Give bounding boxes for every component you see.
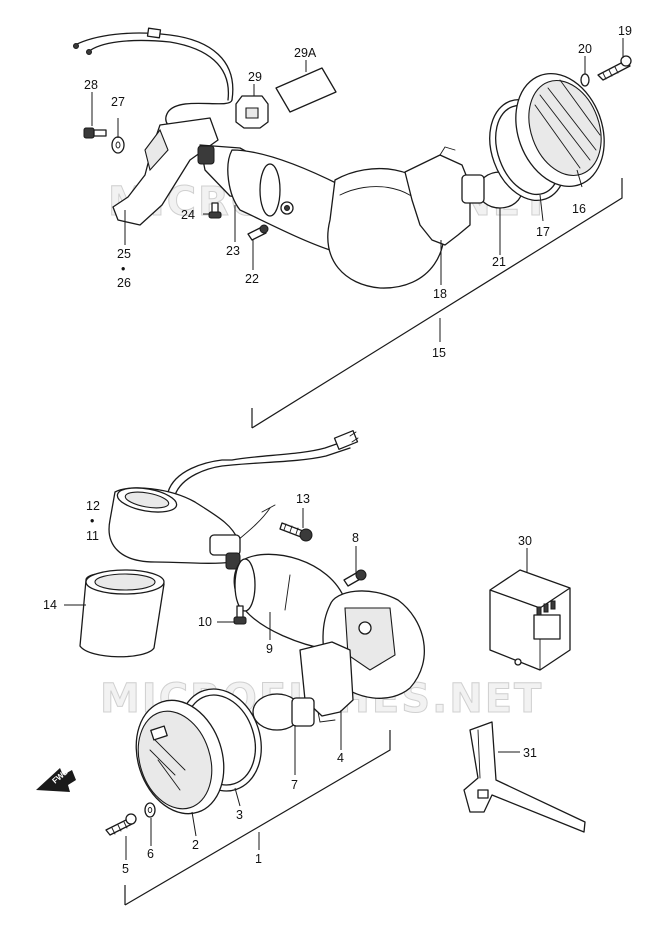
label-2: 2: [192, 838, 199, 852]
label-7: 7: [291, 778, 298, 792]
fwd-arrow-icon: FWD: [36, 767, 76, 792]
label-14: 14: [43, 598, 57, 612]
label-16: 16: [572, 202, 586, 216]
label-20: 20: [578, 42, 592, 56]
label-18: 18: [433, 287, 447, 301]
label-29: 29: [248, 70, 262, 84]
bottom-leader-lines: [64, 508, 528, 860]
label-27: 27: [111, 95, 125, 109]
label-13: 13: [296, 492, 310, 506]
top-leader-lines: [91, 38, 624, 285]
label-29a: 29A: [294, 46, 317, 60]
label-26: 26: [117, 276, 131, 290]
label-23: 23: [226, 244, 240, 258]
label-19: 19: [618, 24, 632, 38]
label-6: 6: [147, 847, 154, 861]
bracket-1: [124, 730, 391, 906]
label-5: 5: [122, 862, 129, 876]
label-28: 28: [84, 78, 98, 92]
label-11: 11: [86, 529, 99, 543]
label-9: 9: [266, 642, 273, 656]
label-21: 21: [492, 255, 506, 269]
top-turn-signal-assembly: [73, 27, 632, 289]
label-17: 17: [536, 225, 550, 239]
label-15: 15: [432, 346, 446, 360]
label-10: 10: [198, 615, 212, 629]
label-8: 8: [352, 531, 359, 545]
label-4: 4: [337, 751, 344, 765]
label-31: 31: [523, 746, 537, 760]
separator-12-11: •: [90, 514, 94, 528]
label-3: 3: [236, 808, 243, 822]
label-22: 22: [245, 272, 259, 286]
label-25: 25: [117, 247, 131, 261]
label-1: 1: [255, 852, 262, 866]
label-30: 30: [518, 534, 532, 548]
bottom-turn-signal-assembly: [79, 430, 586, 836]
label-12: 12: [86, 499, 100, 513]
label-24: 24: [181, 208, 195, 222]
separator-25-26: •: [121, 262, 125, 276]
bracket-15: [251, 178, 623, 429]
callout-labels: 19 20 29A 29 28 27 16 17 24 23 25 • 26 2…: [43, 24, 632, 876]
